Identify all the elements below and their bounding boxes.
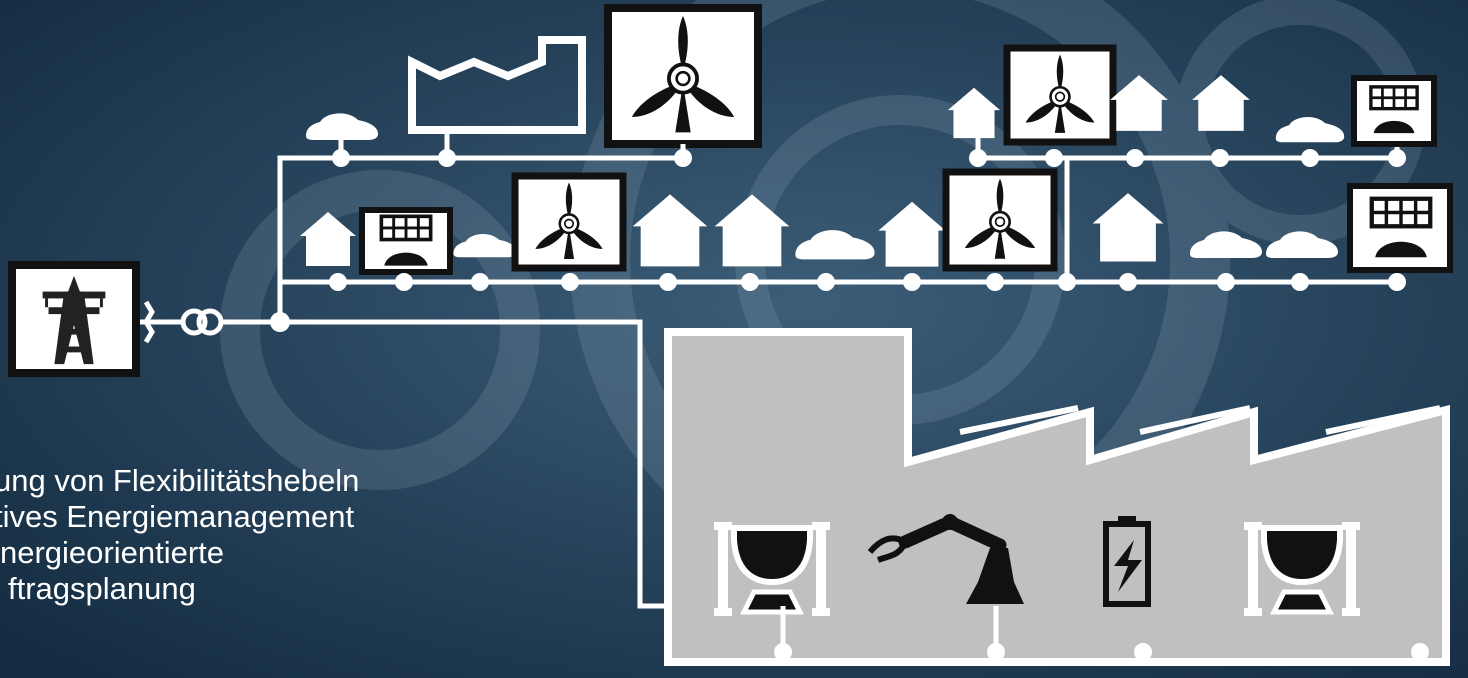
wind-turbine-icon	[942, 168, 1058, 272]
power-pylon-icon	[8, 261, 140, 377]
bullet-flexibility: ung von Flexibilitätshebeln	[0, 463, 360, 498]
battery-icon	[1103, 516, 1151, 607]
bullet-energy-management: tives Energiemanagement	[0, 499, 355, 534]
connection-nodes	[270, 149, 1429, 661]
solar-panel-icon	[1351, 75, 1437, 147]
robot-arm-icon	[867, 514, 1024, 604]
breaker-icon	[143, 300, 155, 344]
solar-panel-icon	[359, 207, 453, 275]
transformer-icon	[180, 308, 224, 336]
bullet-energy-oriented: nergieorientierte	[0, 535, 225, 570]
solar-panel-icon	[1347, 183, 1453, 273]
wind-turbine-icon	[1003, 44, 1117, 146]
wind-turbine-icon	[511, 172, 627, 272]
wind-turbine-icon	[604, 4, 762, 148]
bullet-order-planning: ftragsplanung	[8, 571, 196, 606]
factory-icon	[408, 36, 586, 134]
bullet-list: ung von Flexibilitätshebeln tives Energi…	[0, 463, 359, 607]
